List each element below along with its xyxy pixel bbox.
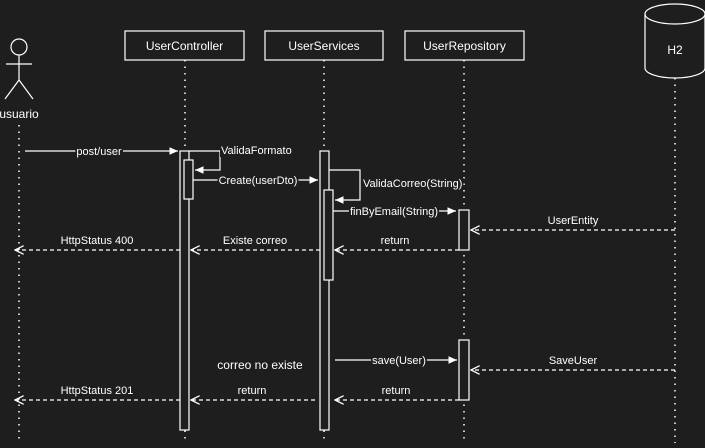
- participant-h2[interactable]: H2: [644, 3, 705, 79]
- label-backing: [547, 355, 599, 367]
- participant-box: [404, 30, 525, 61]
- participant-label: UserServices: [288, 39, 359, 53]
- label-backing: [380, 385, 412, 397]
- label-correo-no-existe: correo no existe: [217, 358, 303, 372]
- actor-usuario[interactable]: usuario: [0, 38, 39, 121]
- activation-controller: [179, 150, 190, 431]
- label-existe-correo: Existe correo: [223, 235, 287, 247]
- participant-label: H2: [667, 43, 683, 57]
- label-backing: [220, 145, 293, 157]
- label-post-user: post/user: [76, 146, 122, 158]
- label-valida-correo: ValidaCorreo(String): [363, 178, 462, 190]
- actor-label: usuario: [0, 107, 39, 121]
- message-valida-formato: [189, 150, 221, 174]
- label-backing: [75, 146, 123, 158]
- label-backing: [59, 235, 135, 247]
- stick-figure-icon: [4, 38, 34, 100]
- label-backing: [348, 206, 440, 218]
- label-backing: [216, 358, 305, 372]
- activation-services-nested: [323, 189, 334, 281]
- database-cylinder-icon: [644, 3, 705, 79]
- label-fin-by-email: finByEmail(String): [350, 206, 438, 218]
- label-status-400: HttpStatus 400: [61, 235, 134, 247]
- message-valida-correo: [329, 169, 361, 204]
- participant-label: UserRepository: [423, 39, 506, 53]
- label-backing: [236, 385, 268, 397]
- label-valida-formato: ValidaFormato: [221, 145, 292, 157]
- label-return-services: return: [238, 385, 267, 397]
- activation-services: [319, 150, 330, 431]
- label-backing: [221, 235, 289, 247]
- label-return-repo-1: return: [381, 235, 410, 247]
- activation-controller-nested: [183, 159, 194, 200]
- label-backing: [59, 385, 135, 397]
- label-return-repo-2: return: [382, 385, 411, 397]
- label-status-201: HttpStatus 201: [61, 385, 134, 397]
- label-save-user: SaveUser: [549, 355, 598, 367]
- label-backing: [546, 215, 600, 227]
- label-backing: [362, 178, 464, 190]
- participant-userservices[interactable]: UserServices: [264, 30, 384, 61]
- activation-repository-1: [458, 209, 470, 251]
- participant-box: [124, 30, 245, 61]
- label-backing: [371, 355, 427, 367]
- label-backing: [217, 175, 299, 187]
- label-create: Create(userDto): [219, 175, 298, 187]
- label-user-entity: UserEntity: [548, 215, 599, 227]
- participant-label: UserController: [146, 39, 223, 53]
- participant-userrepository[interactable]: UserRepository: [404, 30, 525, 61]
- participant-usercontroller[interactable]: UserController: [124, 30, 245, 61]
- label-save: save(User): [372, 355, 426, 367]
- label-backing: [379, 235, 411, 247]
- activation-repository-2: [458, 339, 470, 401]
